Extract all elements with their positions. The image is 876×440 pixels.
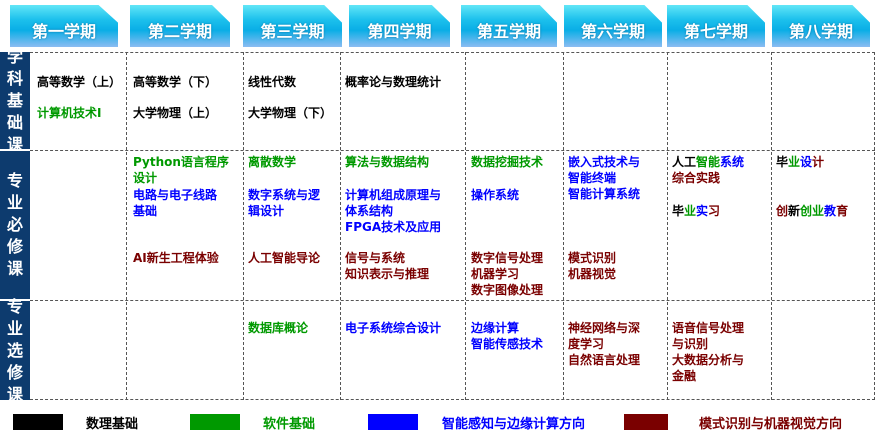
course-segment: 创 <box>776 204 789 218</box>
course: 大学物理（上） <box>133 106 218 120</box>
legend-swatch-software <box>190 414 240 430</box>
semester-4-header: 第四学期 <box>349 5 450 47</box>
course: 高等数学（下） <box>133 75 218 89</box>
course: 信号与系统 知识表示与推理 <box>345 251 430 281</box>
legend-swatch-sensing <box>368 414 418 430</box>
course-thesis: 毕业设计 <box>776 154 824 170</box>
course-segment: 习 <box>708 204 721 218</box>
course: 语音信号处理 与识别 大数据分析与 金融 <box>672 321 745 383</box>
course-segment: 业 <box>788 155 801 169</box>
course-segment: 实 <box>696 204 709 218</box>
course-segment: 毕 <box>776 155 789 169</box>
course-innovation: 创新创业教育 <box>776 203 848 219</box>
course: 数字信号处理 机器学习 数字图像处理 <box>471 251 544 297</box>
course-segment: 业 <box>684 204 697 218</box>
course-segment: 新 <box>788 204 801 218</box>
course: 电子系统综合设计 <box>345 321 442 335</box>
row-label-basic: 学科基础课 <box>0 47 30 154</box>
course-segment: 育 <box>836 204 849 218</box>
grid-line <box>771 52 772 400</box>
row-label-text: 专业必修课 <box>7 171 24 278</box>
semester-7-header: 第七学期 <box>667 5 765 47</box>
legend-label-software: 软件基础 <box>263 417 316 432</box>
course: 嵌入式技术与 智能终端 智能计算系统 <box>568 155 641 201</box>
legend-label-sensing: 智能感知与边缘计算方向 <box>442 417 586 432</box>
course: 数据挖掘技术 <box>471 155 544 169</box>
row-label-required: 专业必修课 <box>0 151 30 299</box>
course-segment: 教 <box>824 204 837 218</box>
grid-line <box>874 52 875 400</box>
course-segment: 计 <box>812 155 825 169</box>
grid-line <box>126 52 127 400</box>
course: 电路与电子线路 基础 <box>133 188 218 218</box>
course: AI新生工程体验 <box>133 251 219 265</box>
grid-line <box>30 52 875 53</box>
grid-line <box>30 300 875 301</box>
course: 神经网络与深 度学习 自然语言处理 <box>568 321 641 367</box>
course: 概率论与数理统计 <box>345 75 442 89</box>
legend-swatch-math <box>13 414 63 430</box>
semester-5-header: 第五学期 <box>461 5 557 47</box>
semester-1-header: 第一学期 <box>10 5 118 47</box>
course: 数字系统与逻 辑设计 <box>248 188 321 218</box>
grid-line <box>667 52 668 400</box>
legend-label-vision: 模式识别与机器视觉方向 <box>699 417 843 432</box>
semester-8-header: 第八学期 <box>772 5 870 47</box>
course-segment: 毕 <box>672 204 685 218</box>
grid-line <box>243 52 244 400</box>
course: 计算机技术Ⅰ <box>37 106 102 120</box>
semester-3-header: 第三学期 <box>243 5 342 47</box>
legend-label-math: 数理基础 <box>86 417 139 432</box>
semester-6-header: 第六学期 <box>564 5 662 47</box>
grid-line <box>30 150 875 151</box>
course-segment: 综合实践 <box>672 171 721 185</box>
course-segment: 智能 <box>696 155 721 169</box>
course: 离散数学 <box>248 155 297 169</box>
grid-line <box>340 52 341 400</box>
row-label-text: 专业选修课 <box>7 296 24 404</box>
course: Python语言程序 设计 <box>133 155 229 185</box>
course-segment: 人工 <box>672 155 697 169</box>
row-label-elective: 专业选修课 <box>0 297 30 404</box>
grid-line <box>465 52 466 400</box>
course-internship: 毕业实习 <box>672 203 720 219</box>
course: 边缘计算 智能传感技术 <box>471 321 544 351</box>
course: 算法与数据结构 <box>345 155 430 169</box>
grid-line <box>30 399 875 400</box>
grid-line <box>563 52 564 400</box>
course: 模式识别 机器视觉 <box>568 251 617 281</box>
course-segment: 创业 <box>800 204 825 218</box>
course: 人工智能导论 <box>248 251 321 265</box>
course: 计算机组成原理与 体系结构 FPGA技术及应用 <box>345 188 442 234</box>
legend-swatch-vision <box>624 414 668 430</box>
course-ai-system-practice: 人工智能系统 综合实践 <box>672 154 744 186</box>
course: 大学物理（下） <box>248 106 333 120</box>
course-segment: 设 <box>800 155 813 169</box>
course: 线性代数 <box>248 75 297 89</box>
course: 操作系统 <box>471 188 520 202</box>
row-label-text: 学科基础课 <box>7 46 24 154</box>
course: 数据库概论 <box>248 321 309 335</box>
course-segment: 系统 <box>720 155 745 169</box>
semester-2-header: 第二学期 <box>130 5 230 47</box>
course: 高等数学（上） <box>37 75 122 89</box>
